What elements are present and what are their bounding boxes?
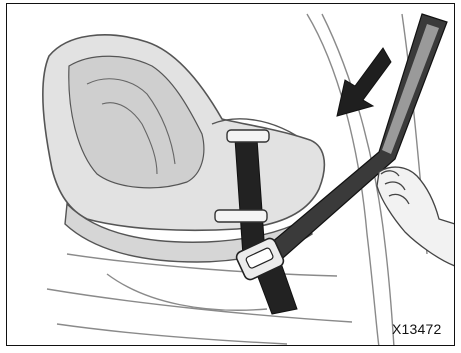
upper-belt-clip (227, 130, 269, 142)
seat-cushion-contour (107, 274, 267, 310)
figure-code-label: X13472 (392, 321, 441, 337)
pull-direction-arrow (337, 48, 391, 116)
illustration-frame: X13472 (6, 3, 455, 346)
hand (377, 167, 455, 266)
seat-cushion-line-3 (57, 324, 287, 344)
infant-carrier (43, 35, 325, 262)
child-seat-installation-illustration (7, 4, 455, 346)
seat-cushion-line-2 (47, 289, 352, 322)
lower-belt-clip (215, 210, 267, 222)
shoulder-belt-highlight (382, 24, 439, 154)
